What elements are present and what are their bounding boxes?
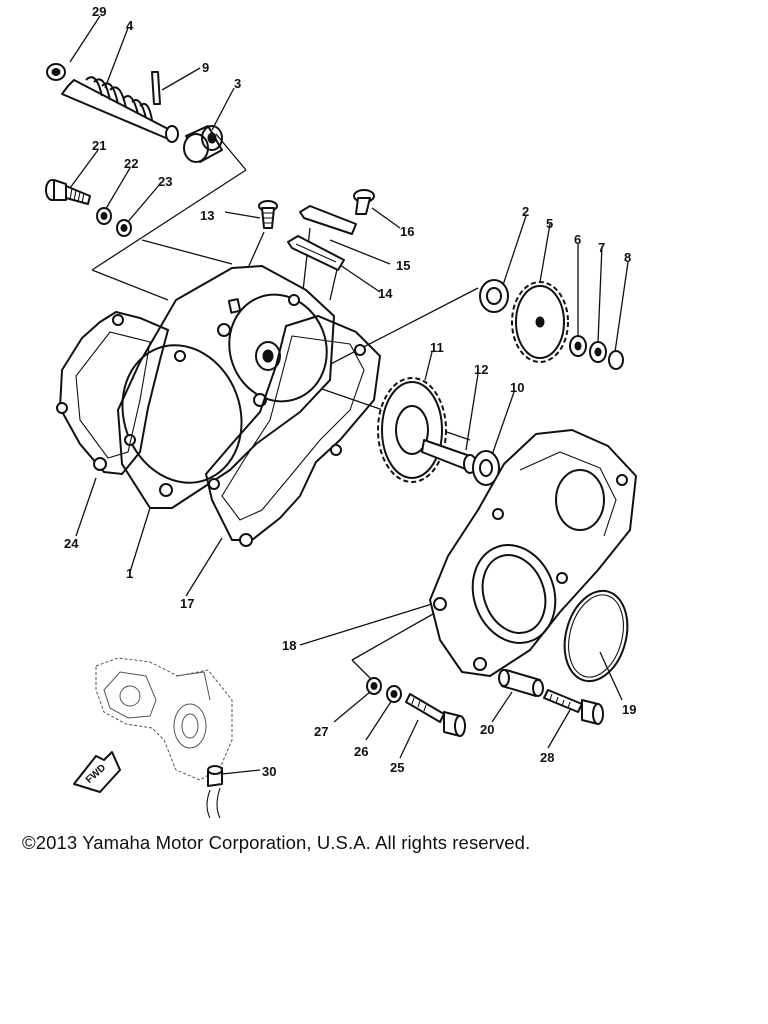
part-9-pin: [151, 71, 161, 105]
callout-12: 12: [474, 362, 488, 377]
callout-6: 6: [574, 232, 581, 247]
part-23-washer: [116, 219, 132, 237]
callout-30: 30: [262, 764, 276, 779]
part-20-dowel: [498, 669, 544, 697]
callout-2: 2: [522, 204, 529, 219]
callout-27: 27: [314, 724, 328, 739]
callout-8: 8: [624, 250, 631, 265]
part-27-washer: [366, 677, 382, 695]
callout-25: 25: [390, 760, 404, 775]
part-24-gasket: [56, 310, 170, 476]
part-17-gasket: [204, 314, 382, 547]
callout-4: 4: [126, 18, 134, 33]
callout-11: 11: [430, 340, 444, 355]
callout-21: 21: [92, 138, 106, 153]
part-26-washer: [386, 685, 402, 703]
fwd-arrow: FWD: [73, 751, 121, 793]
callout-28: 28: [540, 750, 554, 765]
part-6-washer: [569, 335, 587, 357]
part-18-outer-cover: [429, 429, 637, 677]
callout-14: 14: [378, 286, 393, 301]
part-22-washer: [96, 207, 112, 225]
part-10-bearing: [472, 450, 500, 486]
exploded-parts-diagram: FWD 29 4 9 3 21 22 23 13 16 15 14 2 5 6 …: [45, 4, 637, 819]
part-11-gear: [377, 377, 447, 483]
copyright-notice: ©2013 Yamaha Motor Corporation, U.S.A. A…: [22, 832, 531, 853]
callout-22: 22: [124, 156, 138, 171]
inset-housing-detail: [95, 657, 233, 781]
part-4-worm-shaft: [61, 76, 179, 143]
part-25-bolt: [405, 693, 466, 737]
part-29-washer: [46, 63, 66, 81]
callout-10: 10: [510, 380, 524, 395]
part-7-washer: [589, 341, 607, 363]
callout-1: 1: [126, 566, 133, 581]
callout-17: 17: [180, 596, 194, 611]
part-16-screw: [353, 189, 375, 215]
part-1-crankcase-cover: [117, 265, 335, 509]
callout-3: 3: [234, 76, 241, 91]
callout-29: 29: [92, 4, 106, 19]
callout-9: 9: [202, 60, 209, 75]
callout-23: 23: [158, 174, 172, 189]
callout-16: 16: [400, 224, 414, 239]
callout-5: 5: [546, 216, 553, 231]
part-5-gear: [511, 281, 569, 363]
callout-15: 15: [396, 258, 410, 273]
part-2-bearing: [479, 279, 509, 313]
part-30-nipple: [206, 765, 223, 819]
callout-24: 24: [64, 536, 79, 551]
callout-13: 13: [200, 208, 214, 223]
part-19-o-ring: [563, 589, 629, 683]
part-13-screw: [258, 200, 278, 229]
callout-26: 26: [354, 744, 368, 759]
part-15-plate: [299, 205, 357, 235]
callout-18: 18: [282, 638, 296, 653]
part-28-bolt: [543, 689, 604, 725]
part-14-gasket: [287, 235, 345, 271]
callout-labels: 29 4 9 3 21 22 23 13 16 15 14 2 5 6 7 8 …: [64, 4, 636, 779]
callout-7: 7: [598, 240, 605, 255]
part-8-circlip: [608, 350, 624, 370]
callout-20: 20: [480, 722, 494, 737]
part-21-bolt: [45, 179, 91, 205]
callout-19: 19: [622, 702, 636, 717]
part-3-bushing: [183, 125, 223, 163]
